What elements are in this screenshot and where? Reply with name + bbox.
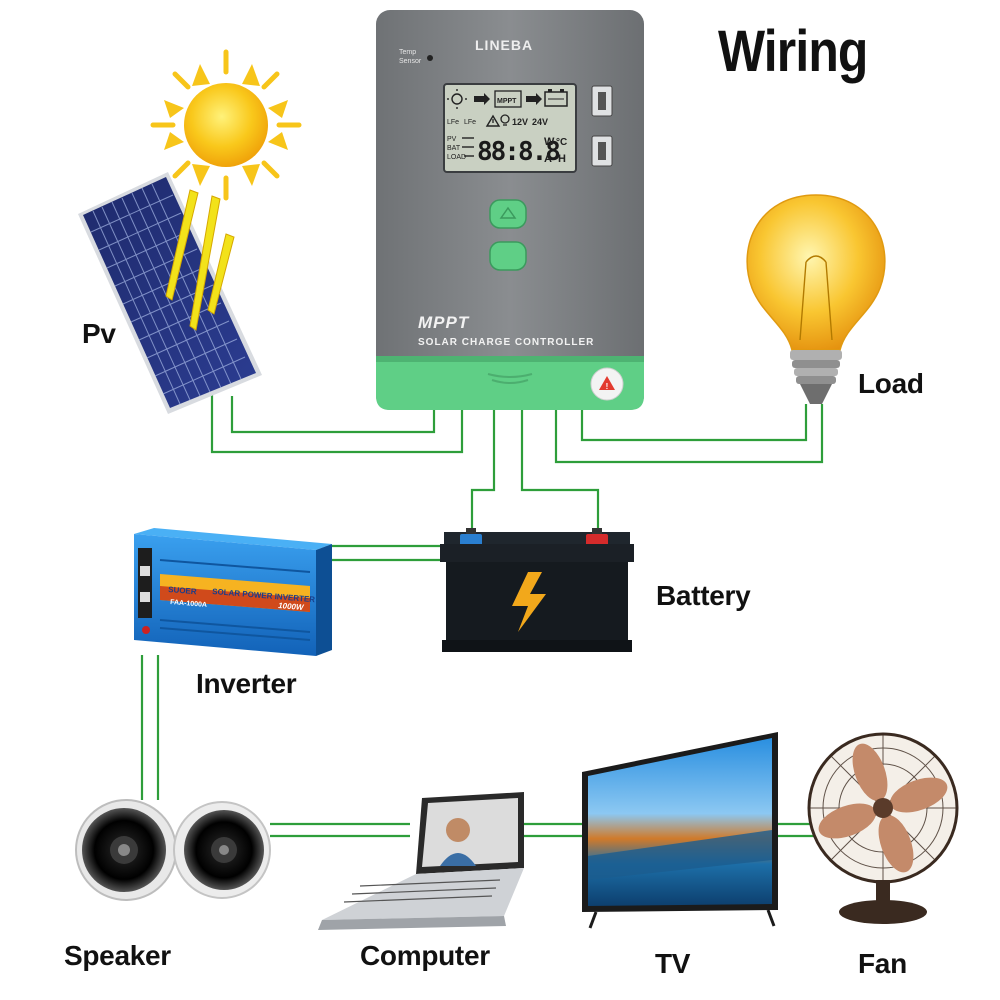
lcd-tag-1: LFe [447, 119, 459, 126]
lcd-volt-12: 12V [512, 117, 528, 127]
lcd-unit-h: H [558, 153, 566, 165]
computer-label: Computer [360, 940, 490, 971]
lcd-row-bat: BAT [447, 145, 461, 152]
wire-battery-1 [470, 410, 496, 532]
lcd-mppt-tag: MPPT [497, 98, 517, 105]
wire-group [140, 390, 824, 838]
lcd-row-load: LOAD [447, 154, 466, 161]
controller-up-button[interactable] [489, 199, 527, 229]
lcd-mppt-box [494, 90, 522, 108]
svg-text:!: ! [606, 382, 609, 391]
lcd-digits: 88:8.8 [477, 137, 560, 167]
temp-sensor-label-line1: Temp [399, 49, 416, 56]
lcd-tag-2: LFe [464, 119, 476, 126]
lcd-warning-icon [485, 114, 501, 127]
inverter-model: FAA-1000A [170, 599, 207, 609]
wire-pv-1 [210, 390, 464, 454]
inverter-power: 1000W [278, 601, 305, 612]
fan-label: Fan [858, 948, 907, 979]
controller-subtitle: SOLAR CHARGE CONTROLLER [418, 337, 594, 348]
light-bulb-icon [746, 194, 886, 404]
lcd-unit-w: W [544, 136, 555, 148]
wire-pv-2 [230, 396, 436, 434]
inverter-brand: SUOER [168, 585, 197, 596]
sun-icon [150, 49, 302, 201]
controller-down-button[interactable] [489, 241, 527, 271]
controller-brand: LINEBA [475, 37, 533, 53]
diagram-title: Wiring [718, 19, 868, 84]
speaker-label: Speaker [64, 940, 171, 971]
tv-icon [582, 732, 778, 929]
speaker-icon [75, 799, 271, 901]
wire-load-2 [554, 404, 824, 464]
laptop-icon [318, 792, 524, 930]
lcd-battery-icon [544, 89, 568, 107]
lcd-volt-24: 24V [532, 117, 548, 127]
lcd-row-pv: PV [447, 136, 457, 143]
temp-sensor-label-line2: Sensor [399, 58, 422, 65]
inverter-icon [134, 528, 332, 656]
fan-icon [807, 732, 959, 924]
usb-port-bottom [591, 135, 613, 167]
battery-label: Battery [656, 580, 751, 611]
warning-sticker-icon: ! [590, 367, 624, 401]
tv-label: TV [655, 948, 691, 979]
controller-type-label: MPPT [418, 313, 470, 332]
inverter-label: Inverter [196, 668, 297, 699]
battery-icon [440, 528, 634, 652]
sun-ray-beams [165, 189, 235, 331]
wire-load-1 [580, 404, 808, 442]
usb-port-top [591, 85, 613, 117]
lcd-arrow-icon [474, 93, 542, 105]
pv-label: Pv [82, 318, 116, 349]
lcd-unit-a: A [544, 153, 552, 165]
wire-battery-2 [520, 410, 600, 532]
lcd-unit-c: °C [556, 137, 567, 148]
lcd-arrow-rows [462, 137, 474, 157]
lcd-bulb-icon [500, 114, 510, 126]
up-arrow-icon [499, 206, 517, 219]
lcd-sun-icon [447, 89, 467, 109]
load-label: Load [858, 368, 924, 399]
